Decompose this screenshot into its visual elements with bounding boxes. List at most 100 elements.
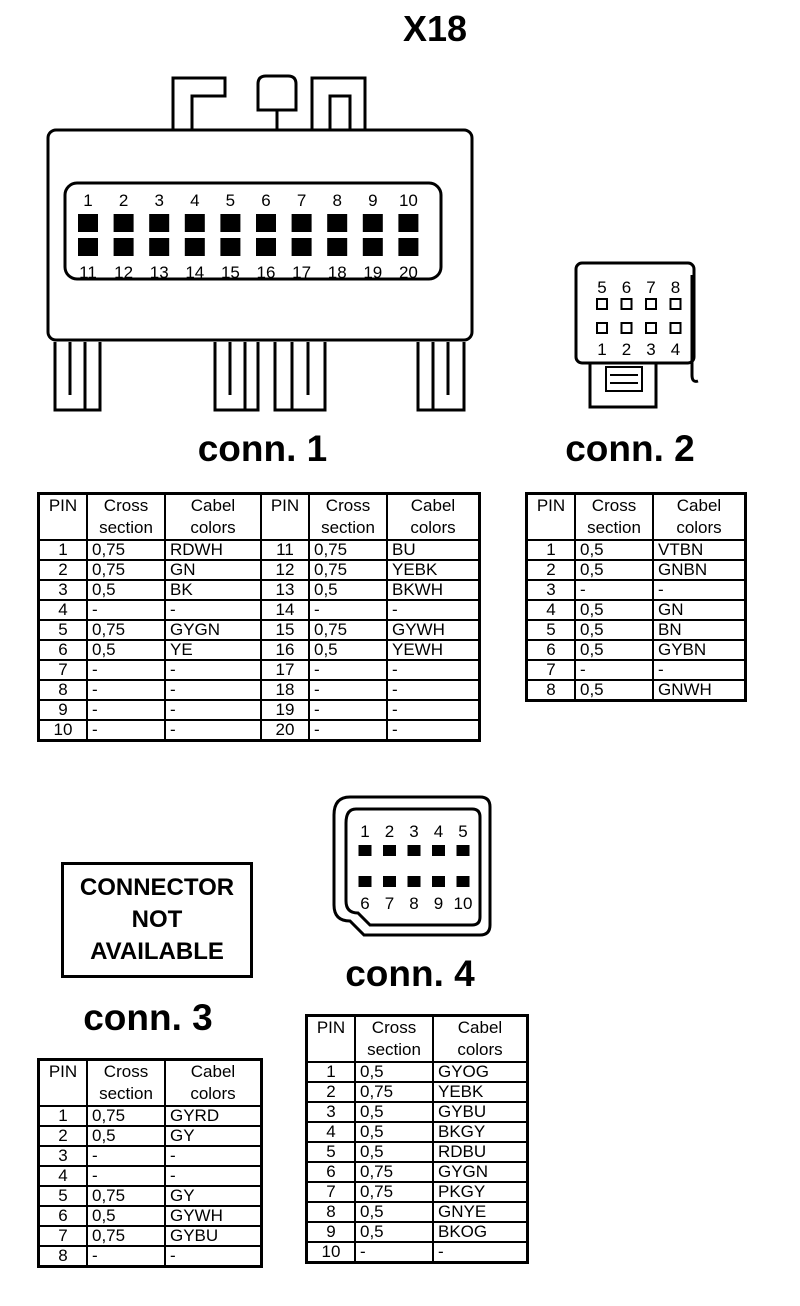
pin-number-label: 5 — [226, 191, 235, 210]
pin-cell: 2 — [37, 559, 88, 581]
pin-cell: 1 — [525, 539, 576, 561]
pin-contact — [362, 238, 383, 256]
pin-contact — [669, 298, 682, 310]
pin-cell: 3 — [525, 579, 576, 601]
cross-cell: 0,5 — [86, 1125, 166, 1147]
cross-cell: - — [86, 599, 166, 621]
cross-cell: 0,75 — [86, 1185, 166, 1207]
color-cell: YE — [164, 639, 262, 661]
pin-number-label: 2 — [385, 822, 394, 841]
pin-contact — [358, 845, 372, 856]
color-cell: - — [386, 699, 481, 721]
color-cell: - — [164, 1165, 263, 1187]
pin-cell: 10 — [305, 1241, 356, 1264]
color-cell: GYBU — [432, 1101, 529, 1123]
pin-cell: 4 — [305, 1121, 356, 1143]
pin-header: PIN — [305, 1014, 356, 1063]
pin-number-label: 14 — [185, 263, 204, 282]
pin-number-label: 1 — [360, 822, 369, 841]
cross-cell: - — [86, 679, 166, 701]
cross-cell: - — [86, 1165, 166, 1187]
cross-cell: 0,5 — [354, 1141, 434, 1163]
pin-number-label: 6 — [622, 278, 631, 297]
pin-cell: 7 — [525, 659, 576, 681]
pin-cell: 5 — [37, 619, 88, 641]
pin-contact — [645, 298, 657, 310]
cross-cell: 0,5 — [574, 559, 654, 581]
pin-cell: 5 — [305, 1141, 356, 1163]
cross-cell: 0,5 — [354, 1061, 434, 1083]
pin-contact — [78, 214, 98, 232]
conn3-label: conn. 3 — [83, 997, 213, 1038]
color-cell: BKOG — [432, 1221, 529, 1243]
pin-number-label: 17 — [292, 263, 311, 282]
pin-cell: 2 — [37, 1125, 88, 1147]
pin-cell: 3 — [305, 1101, 356, 1123]
cross-cell: 0,75 — [308, 539, 388, 561]
pin-cell: 16 — [260, 639, 310, 661]
conn2-label: conn. 2 — [565, 428, 695, 469]
pin-cell: 10 — [37, 719, 88, 742]
pin-cell: 8 — [37, 1245, 88, 1268]
pin-cell: 2 — [305, 1081, 356, 1103]
cross-cell: 0,5 — [574, 619, 654, 641]
table-row: 10--20-- — [37, 719, 481, 742]
pin-cell: 6 — [305, 1161, 356, 1183]
color-cell: GNWH — [652, 679, 747, 702]
pin-contact — [383, 845, 396, 856]
pin-cell: 14 — [260, 599, 310, 621]
cross-cell: 0,75 — [354, 1161, 434, 1183]
cross-cell: 0,5 — [574, 639, 654, 661]
table-row: 10-- — [305, 1241, 529, 1264]
cross-cell: 0,5 — [308, 639, 388, 661]
pin-contact — [398, 238, 419, 256]
cross-cell: - — [308, 599, 388, 621]
cross-cell: - — [308, 719, 388, 742]
pin-cell: 7 — [37, 659, 88, 681]
pin-number-label: 13 — [150, 263, 169, 282]
pin-contact — [432, 876, 445, 887]
color-cell: GYBU — [164, 1225, 263, 1247]
pin-cell: 6 — [37, 639, 88, 661]
pin-cell: 4 — [525, 599, 576, 621]
color-cell: - — [164, 599, 262, 621]
pin-number-label: 2 — [119, 191, 128, 210]
table-row: 7--17-- — [37, 659, 481, 681]
pin-contact — [184, 214, 205, 232]
pin-cell: 9 — [37, 699, 88, 721]
cross-cell: 0,75 — [86, 1225, 166, 1247]
pin-contact — [291, 238, 312, 256]
color-cell: YEBK — [432, 1081, 529, 1103]
pin-number-label: 4 — [671, 340, 680, 359]
color-cell: VTBN — [652, 539, 747, 561]
color-cell: - — [164, 659, 262, 681]
pin-number-label: 5 — [597, 278, 606, 297]
pin-number-label: 3 — [646, 340, 655, 359]
pin-contact — [291, 214, 312, 232]
cross-cell: 0,75 — [86, 1105, 166, 1127]
pin-cell: 4 — [37, 599, 88, 621]
cross-cell: - — [86, 1145, 166, 1167]
color-cell: GY — [164, 1185, 263, 1207]
conn1-label: conn. 1 — [197, 428, 328, 469]
color-cell: BKWH — [386, 579, 481, 601]
color-cell: GNYE — [432, 1201, 529, 1223]
